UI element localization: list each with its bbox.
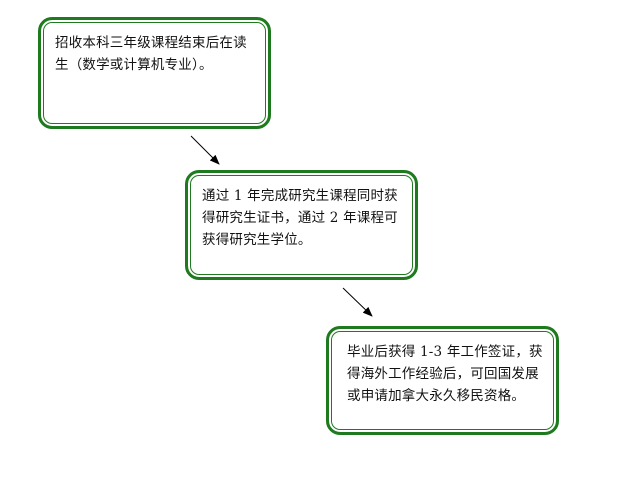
- arrow-1-to-2: [190, 135, 220, 165]
- step-2-text: 通过 1 年完成研究生课程同时获得研究生证书，通过 2 年课程可获得研究生学位。: [202, 188, 398, 248]
- step-2-box: 通过 1 年完成研究生课程同时获得研究生证书，通过 2 年课程可获得研究生学位。: [185, 170, 418, 280]
- step-3-text: 毕业后获得 1-3 年工作签证，获得海外工作经验后，可回国发展或申请加拿大永久移…: [347, 344, 543, 404]
- step-3-box: 毕业后获得 1-3 年工作签证，获得海外工作经验后，可回国发展或申请加拿大永久移…: [326, 326, 559, 435]
- step-1-text: 招收本科三年级课程结束后在读生（数学或计算机专业）。: [55, 35, 247, 73]
- arrow-2-to-3: [342, 287, 373, 317]
- step-1-box: 招收本科三年级课程结束后在读生（数学或计算机专业）。: [38, 17, 271, 129]
